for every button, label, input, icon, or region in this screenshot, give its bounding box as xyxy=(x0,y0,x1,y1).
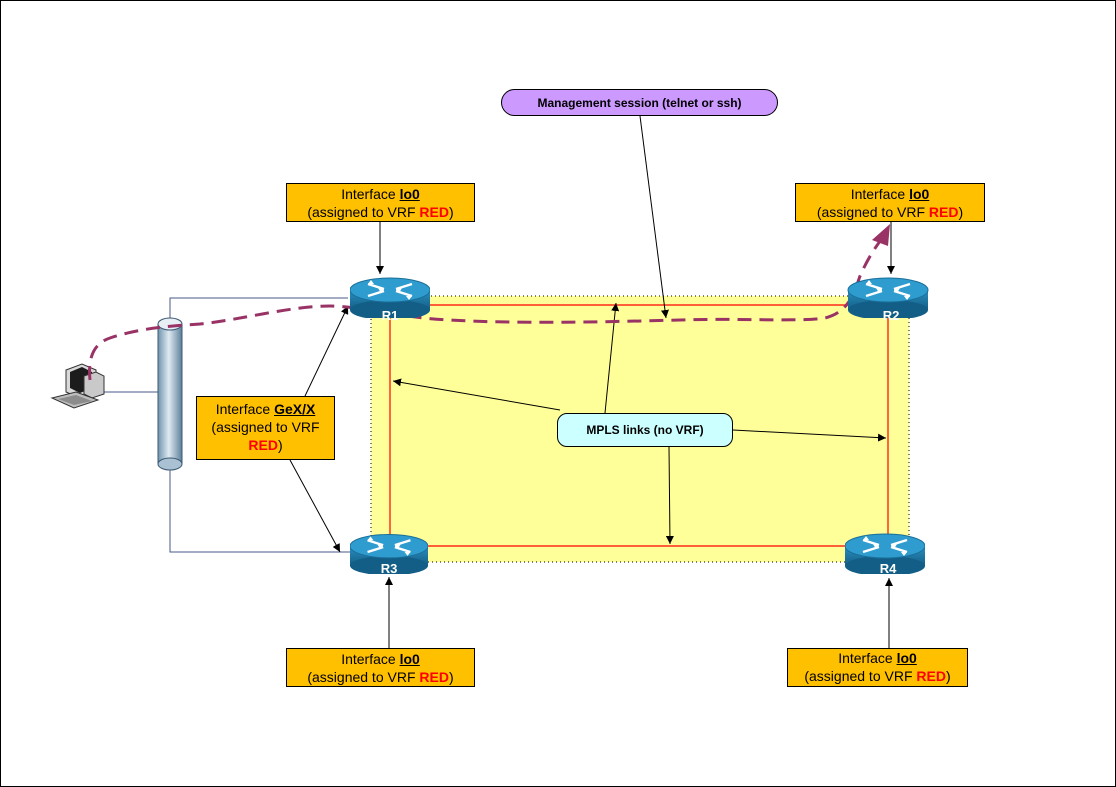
callout-text: (assigned to VRF xyxy=(211,419,320,435)
vrf-name: RED xyxy=(916,668,946,684)
router-r2-label: R2 xyxy=(883,308,900,323)
callout-lo0-r3: Interface lo0 (assigned to VRF RED) xyxy=(286,648,475,687)
interface-name: GeX/X xyxy=(274,401,316,417)
callout-lo0-r2: Interface lo0 (assigned to VRF RED) xyxy=(795,183,985,222)
vrf-name: RED xyxy=(419,204,449,220)
callout-text: Interface xyxy=(341,186,400,202)
arrow-gex-r1 xyxy=(304,305,349,397)
callout-text: (assigned to VRF xyxy=(816,204,929,220)
arrow-mpls-left xyxy=(392,378,561,411)
lan-segment-icon xyxy=(157,317,183,471)
router-r1-label: R1 xyxy=(382,308,399,323)
callout-text: Interface xyxy=(838,650,897,666)
mpls-links-label: MPLS links (no VRF) xyxy=(557,413,733,447)
callout-text: ) xyxy=(448,669,454,685)
callout-text: ) xyxy=(958,204,964,220)
callout-lo0-r4: Interface lo0 (assigned to VRF RED) xyxy=(787,648,968,687)
callout-text: (assigned to VRF xyxy=(804,668,917,684)
callout-gex: Interface GeX/X (assigned to VRF RED) xyxy=(196,396,335,460)
mpls-links xyxy=(389,304,889,547)
arrow-mpls-right xyxy=(732,429,887,442)
vrf-name: RED xyxy=(419,669,449,685)
callout-text: ) xyxy=(277,437,283,453)
callout-text: Interface xyxy=(341,651,400,667)
arrow-gex-r3 xyxy=(289,459,341,553)
arrow-mpls-bottom xyxy=(665,446,674,545)
router-r3[interactable]: R3 xyxy=(350,533,428,576)
callout-lo0-r1: Interface lo0 (assigned to VRF RED) xyxy=(286,183,475,222)
session-arrowhead xyxy=(872,224,890,246)
workstation-icon xyxy=(50,363,105,409)
management-session-path xyxy=(88,235,886,381)
arrow-mgmt-session xyxy=(639,115,669,319)
management-session-label: Management session (telnet or ssh) xyxy=(501,89,778,116)
callout-text: Interface xyxy=(850,186,910,202)
router-r2[interactable]: R2 xyxy=(847,276,929,323)
router-r4[interactable]: R4 xyxy=(845,532,925,576)
callout-text: ) xyxy=(945,668,951,684)
callout-text: (assigned to VRF xyxy=(307,669,420,685)
router-r4-label: R4 xyxy=(880,561,897,576)
callout-text: Interface xyxy=(215,401,275,417)
vrf-name: RED xyxy=(928,204,959,220)
interface-name: lo0 xyxy=(399,186,420,202)
interface-name: lo0 xyxy=(896,650,917,666)
interface-name: lo0 xyxy=(399,651,420,667)
router-r1[interactable]: R1 xyxy=(350,276,430,323)
router-r3-label: R3 xyxy=(381,561,398,576)
interface-name: lo0 xyxy=(909,186,930,202)
callout-text: ) xyxy=(448,204,454,220)
vrf-name: RED xyxy=(248,437,278,453)
callout-text: (assigned to VRF xyxy=(307,204,420,220)
